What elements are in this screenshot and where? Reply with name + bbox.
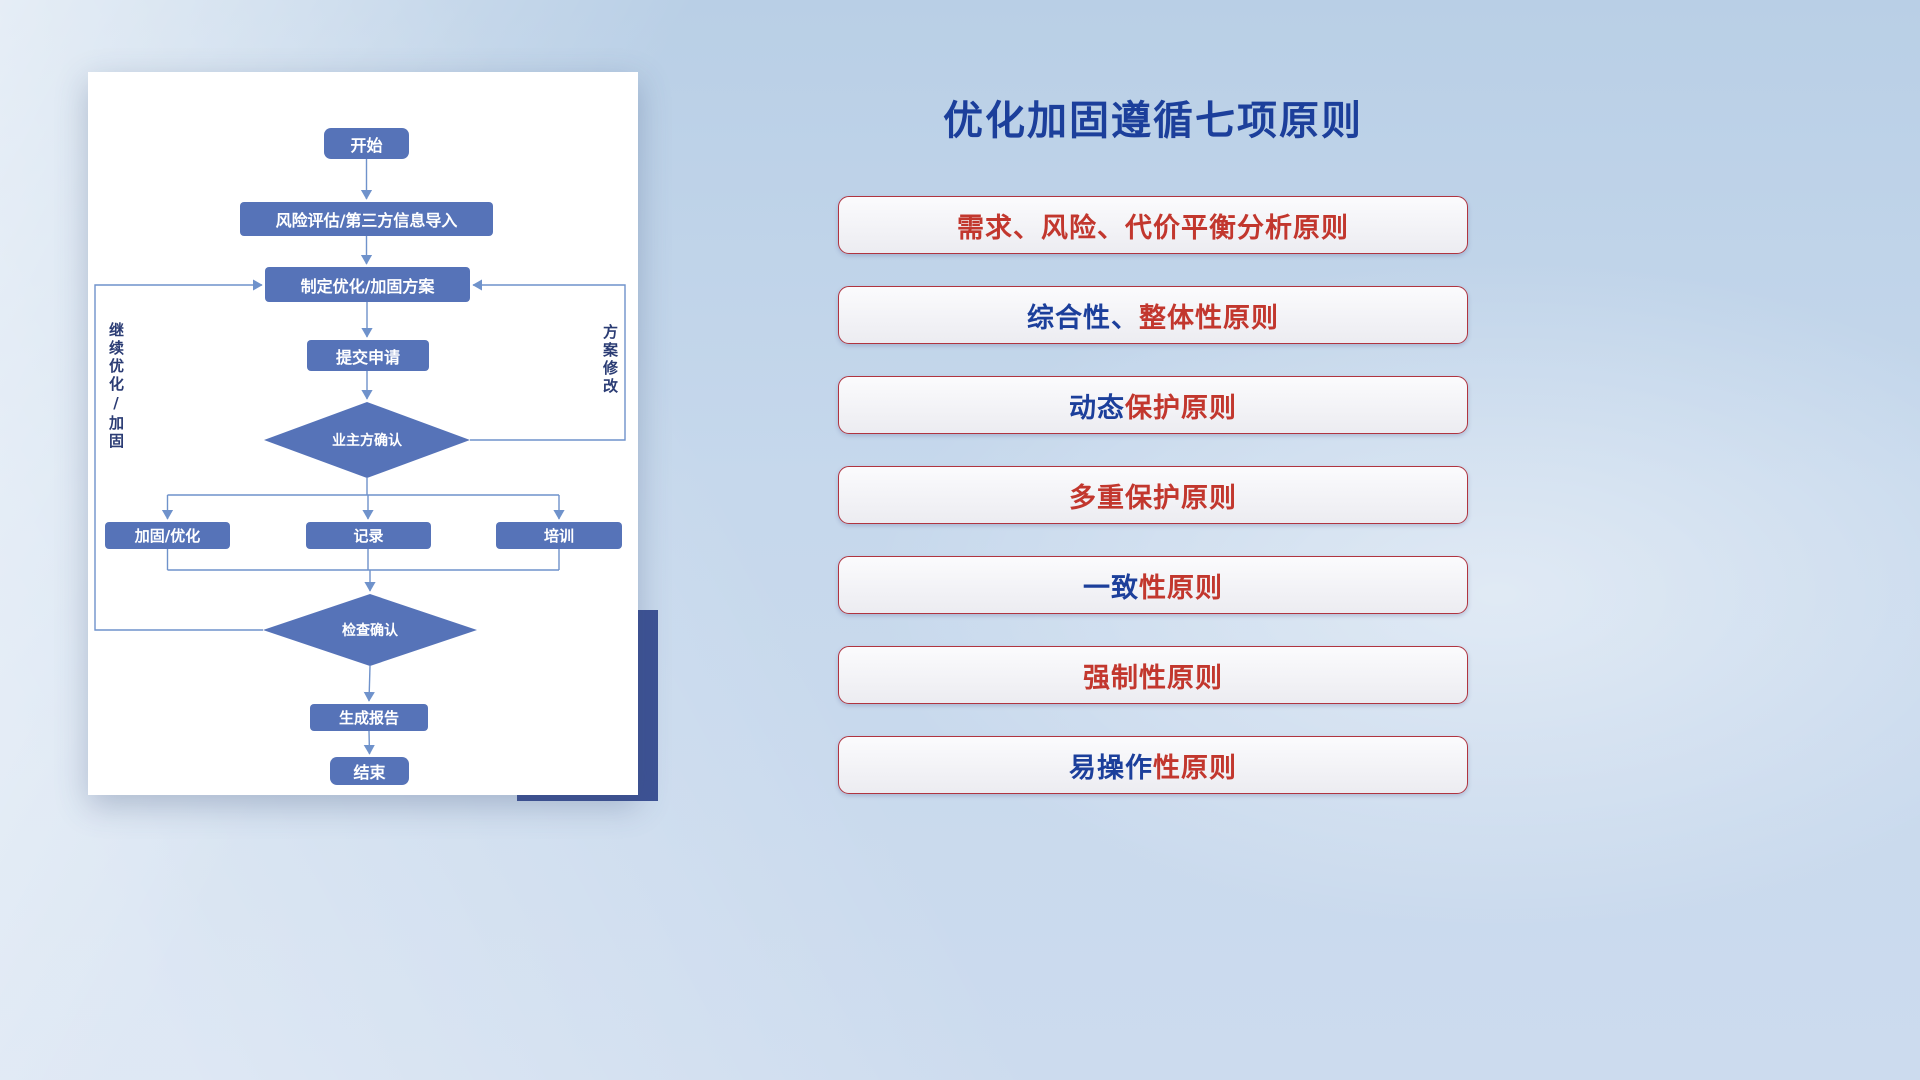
flowchart-connectors: [94, 159, 626, 755]
flow-node-end: 结束: [330, 757, 409, 785]
principles-panel: 优化加固遵循七项原则 需求、风险、代价平衡分析原则综合性、整体性原则动态保护原则…: [838, 88, 1468, 794]
principle-text-segment: 动态: [1069, 392, 1125, 424]
flow-node-make-plan: 制定优化/加固方案: [265, 267, 470, 302]
flow-node-training: 培训: [496, 522, 622, 549]
flowchart-card: 开始 风险评估/第三方信息导入 制定优化/加固方案 提交申请 业主方确认 加固/…: [88, 72, 638, 795]
flow-node-start: 开始: [324, 128, 409, 159]
principle-item-1: 需求、风险、代价平衡分析原则: [838, 196, 1468, 254]
principle-text-segment: 整体性原则: [1139, 302, 1279, 334]
principle-item-4: 多重保护原则: [838, 466, 1468, 524]
principle-item-3: 动态保护原则: [838, 376, 1468, 434]
flow-node-submit: 提交申请: [307, 340, 429, 371]
principle-item-7: 易操作性原则: [838, 736, 1468, 794]
principle-text-segment: 强制性原则: [1083, 662, 1223, 694]
principle-item-6: 强制性原则: [838, 646, 1468, 704]
principle-text-segment: 综合性、: [1027, 302, 1139, 334]
principle-text-segment: 性原则: [1153, 752, 1237, 784]
left-loop-label: 继续优化/加固: [107, 322, 125, 451]
principle-item-5: 一致性原则: [838, 556, 1468, 614]
principles-list: 需求、风险、代价平衡分析原则综合性、整体性原则动态保护原则多重保护原则一致性原则…: [838, 196, 1468, 794]
principles-title: 优化加固遵循七项原则: [943, 98, 1363, 144]
flow-node-risk-import: 风险评估/第三方信息导入: [240, 202, 493, 236]
flow-node-report: 生成报告: [310, 704, 428, 731]
principle-text-segment: 易操作: [1069, 752, 1153, 784]
flow-node-harden: 加固/优化: [105, 522, 230, 549]
principle-text-segment: 一致: [1083, 572, 1139, 604]
principle-text-segment: 性原则: [1139, 572, 1223, 604]
principle-item-2: 综合性、整体性原则: [838, 286, 1468, 344]
principle-text-segment: 需求、风险、代价平衡分析原则: [957, 212, 1349, 244]
principle-text-segment: 多重保护原则: [1069, 482, 1237, 514]
principle-text-segment: 保护原则: [1125, 392, 1237, 424]
flow-node-record: 记录: [306, 522, 431, 549]
right-loop-label: 方案修改: [601, 324, 619, 396]
